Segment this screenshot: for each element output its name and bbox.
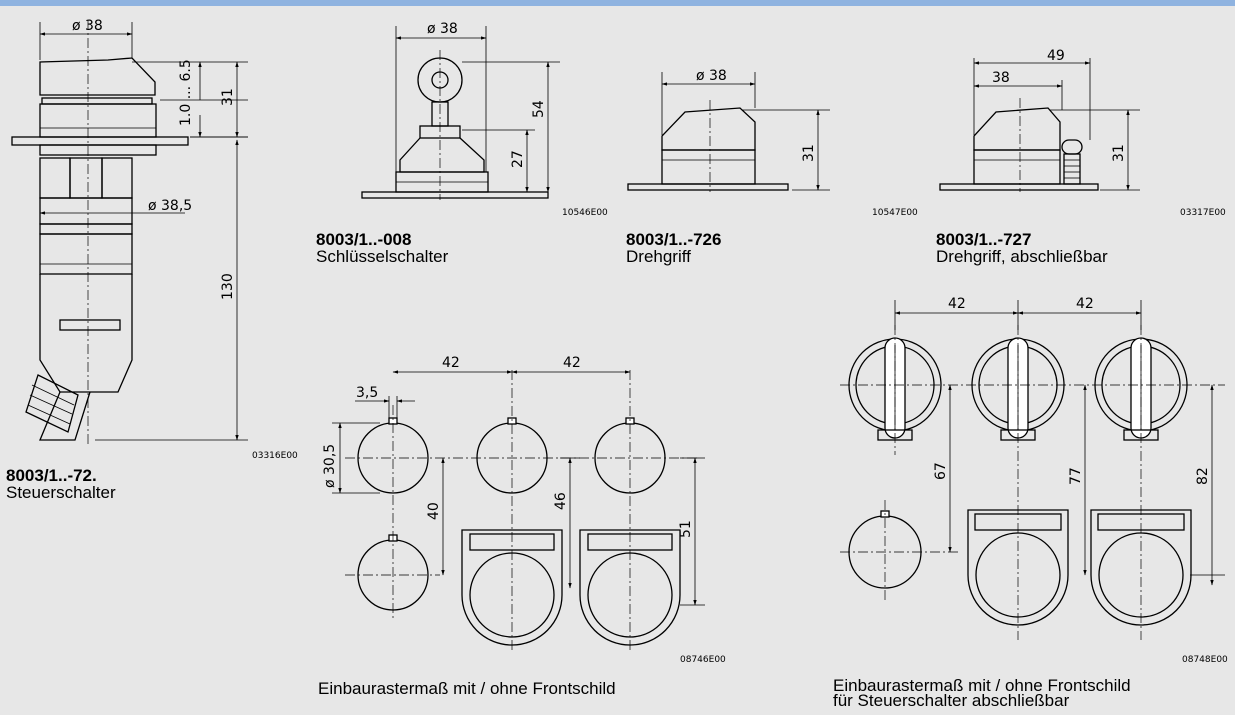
- grid-code: 08746E00: [680, 655, 726, 665]
- key-switch-drawing: ø 38 54 27 10546E00: [361, 21, 608, 218]
- mounting-grid-caption-text: Einbaurastermaß mit / ohne Frontschild: [318, 679, 616, 698]
- rotary-lockable-drawing: 49 38 31 03317E00: [939, 48, 1226, 218]
- grid-h3: 51: [678, 520, 694, 538]
- key-switch-dia: ø 38: [427, 21, 458, 37]
- rotary-lockable-dia: 38: [992, 70, 1010, 86]
- mounting-grid-drawing: 42 42 3,5 ø 30,5 40 46 51 08746E00: [322, 355, 726, 665]
- control-switch-title: 8003/1..-72.: [6, 466, 97, 485]
- grid-pitch-1: 42: [442, 355, 460, 371]
- key-switch-caption: 8003/1..-008 Schlüsselschalter: [316, 231, 448, 265]
- lock-grid-pitch-1: 42: [948, 296, 966, 312]
- mounting-grid-lockable-drawing: 42 42 67: [840, 296, 1228, 665]
- grid-hole-dia: ø 30,5: [322, 444, 338, 488]
- mounting-grid-lockable-caption: Einbaurastermaß mit / ohne Frontschild f…: [833, 676, 1131, 710]
- mounting-grid-caption: Einbaurastermaß mit / ohne Frontschild: [318, 680, 616, 697]
- rotary-lockable-title: 8003/1..-727: [936, 230, 1032, 249]
- mounting-grid-lockable-line2: für Steuerschalter abschließbar: [833, 691, 1070, 710]
- rotary-lockable-code: 03317E00: [1180, 208, 1226, 218]
- rotary-handle-caption: 8003/1..-726 Drehgriff: [626, 231, 721, 265]
- rotary-lockable-width: 49: [1047, 48, 1065, 64]
- control-switch-dia-top: ø 38: [72, 18, 103, 34]
- lock-grid-code: 08748E00: [1182, 655, 1228, 665]
- mounting-grid-lockable-line1: Einbaurastermaß mit / ohne Frontschild: [833, 676, 1131, 695]
- control-switch-height-total: 130: [220, 273, 236, 300]
- header-accent-bar: [0, 0, 1235, 6]
- rotary-handle-title: 8003/1..-726: [626, 230, 722, 249]
- rotary-handle-subtitle: Drehgriff: [626, 247, 691, 266]
- control-switch-height-top: 31: [220, 88, 236, 106]
- grid-h1: 40: [426, 502, 442, 520]
- key-switch-subtitle: Schlüsselschalter: [316, 247, 449, 266]
- grid-h2: 46: [553, 492, 569, 510]
- control-switch-caption: 8003/1..-72. Steuerschalter: [6, 467, 116, 501]
- lock-grid-pitch-2: 42: [1076, 296, 1094, 312]
- rotary-handle-dia: ø 38: [696, 68, 727, 84]
- rotary-lockable-subtitle: Drehgriff, abschließbar: [936, 247, 1108, 266]
- lock-grid-h3: 82: [1195, 467, 1211, 485]
- key-switch-height-total: 54: [531, 100, 547, 118]
- key-switch-height-body: 27: [510, 150, 526, 168]
- control-switch-code: 03316E00: [252, 451, 298, 461]
- rotary-handle-code: 10547E00: [872, 208, 918, 218]
- rotary-lockable-height: 31: [1111, 144, 1127, 162]
- grid-notch: 3,5: [356, 385, 378, 401]
- rotary-lockable-caption: 8003/1..-727 Drehgriff, abschließbar: [936, 231, 1108, 265]
- key-switch-title: 8003/1..-008: [316, 230, 412, 249]
- lock-grid-h1: 67: [933, 462, 949, 480]
- control-switch-range: 1.0 ... 6.5: [178, 59, 194, 126]
- key-switch-code: 10546E00: [562, 208, 608, 218]
- grid-pitch-2: 42: [563, 355, 581, 371]
- control-switch-drawing: ø 38 1.0 ... 6.5 31 ø 38,5 130 03316E00: [11, 18, 298, 461]
- lock-grid-h2: 77: [1068, 467, 1084, 485]
- control-switch-dia-body: ø 38,5: [148, 198, 192, 214]
- rotary-handle-drawing: ø 38 31 10547E00: [627, 68, 918, 218]
- control-switch-subtitle: Steuerschalter: [6, 483, 116, 502]
- rotary-handle-height: 31: [801, 144, 817, 162]
